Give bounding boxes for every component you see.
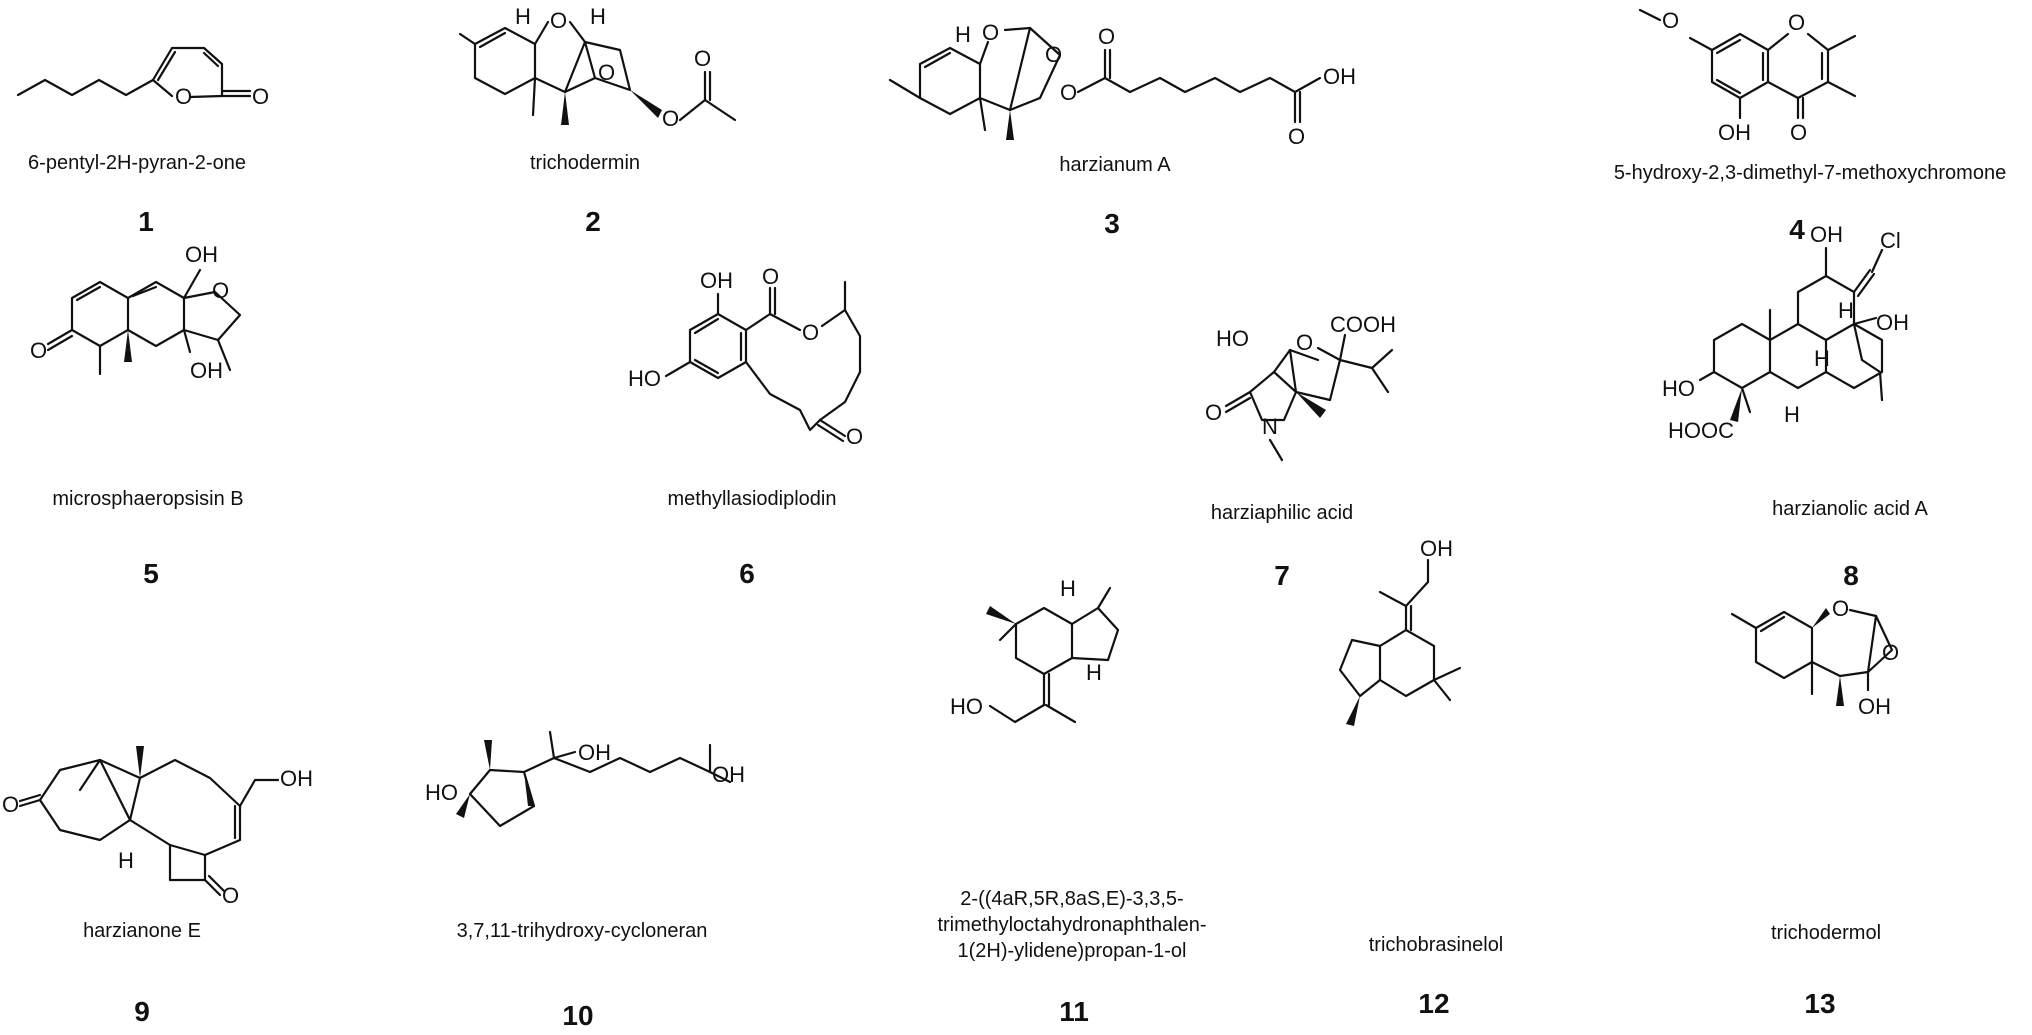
atom-HO: HO <box>1216 326 1249 351</box>
atom-O: O <box>1205 400 1222 425</box>
atom-HO: HO <box>950 694 983 719</box>
atom-COOH: COOH <box>1330 312 1396 337</box>
atom-O: O <box>1098 24 1115 49</box>
compound-number-11: 11 <box>1059 996 1089 1027</box>
compound-number-4: 4 <box>1789 214 1805 245</box>
atom-O: O <box>252 84 269 109</box>
atom-OH: OH <box>712 762 745 787</box>
compound-number-12: 12 <box>1418 988 1450 1019</box>
atom-O: O <box>762 264 779 289</box>
atom-O: O <box>1832 596 1849 621</box>
compound-name-7: harziaphilic acid <box>1210 502 1354 524</box>
compound-number-2: 2 <box>585 206 601 237</box>
compound-name-4: 5-hydroxy-2,3-dimethyl-7-methoxychromone <box>1613 162 2007 184</box>
atom-O: O <box>550 8 567 33</box>
atom-H: H <box>1814 346 1830 371</box>
atom-O: O <box>662 106 679 131</box>
atom-O: O <box>802 320 819 345</box>
atom-O: O <box>1882 640 1899 665</box>
atom-H: H <box>515 4 531 29</box>
atom-Cl: Cl <box>1880 228 1901 253</box>
atom-O: O <box>1296 330 1313 355</box>
compound-name-3: harzianum A <box>1059 154 1171 176</box>
compound-name-10: 3,7,11-trihydroxy-cycloneran <box>456 920 708 942</box>
compound-number-10: 10 <box>562 1000 594 1031</box>
compound-number-5: 5 <box>143 558 159 589</box>
atom-O: O <box>846 424 863 449</box>
atom-O: O <box>1790 120 1807 145</box>
atom-O: O <box>598 60 615 85</box>
atom-N: N <box>1262 414 1278 439</box>
atom-H: H <box>1838 298 1854 323</box>
compound-number-13: 13 <box>1804 988 1836 1019</box>
atom-O: O <box>1045 42 1062 67</box>
atom-HO: HO <box>628 366 661 391</box>
atom-O: O <box>1288 124 1305 149</box>
structure-8: OH Cl OH H H H HO HOOC <box>1662 222 1909 443</box>
compound-number-8: 8 <box>1843 560 1859 591</box>
compound-name-5: microsphaeropsisin B <box>52 488 244 510</box>
atom-OH: OH <box>1718 120 1751 145</box>
atom-OH: OH <box>700 268 733 293</box>
atom-O: O <box>30 338 47 363</box>
atom-HO: HO <box>425 780 458 805</box>
structure-12: OH <box>1338 536 1462 726</box>
structure-9: O OH O H <box>2 746 313 908</box>
compound-name-9: harzianone E <box>83 920 201 942</box>
structure-2: H O H O O O <box>458 4 737 131</box>
atom-H: H <box>1060 576 1076 601</box>
compound-number-6: 6 <box>739 558 755 589</box>
atom-O: O <box>212 278 229 303</box>
atom-O: O <box>1662 8 1679 33</box>
atom-OH: OH <box>578 740 611 765</box>
atom-OH: OH <box>1876 310 1909 335</box>
atom-OH: OH <box>190 358 223 383</box>
atom-H: H <box>1784 402 1800 427</box>
atom-OH: OH <box>1420 536 1453 561</box>
compound-number-1: 1 <box>138 206 154 237</box>
atom-HO: HO <box>1662 376 1695 401</box>
structure-3: H O O O O OH O <box>888 20 1356 149</box>
compound-number-9: 9 <box>134 996 150 1027</box>
atom-OH: OH <box>280 766 313 791</box>
atom-OH: OH <box>185 242 218 267</box>
atom-O: O <box>222 883 239 908</box>
structure-1: O O <box>16 46 269 109</box>
compound-name-13: trichodermol <box>1770 922 1882 944</box>
compound-name-1: 6-pentyl-2H-pyran-2-one <box>28 152 246 174</box>
compound-name-12: trichobrasinelol <box>1368 934 1504 956</box>
compound-name-2: trichodermin <box>529 152 641 174</box>
atom-O: O <box>982 20 999 45</box>
structure-13: O O OH <box>1730 596 1899 719</box>
atom-O: O <box>175 84 192 109</box>
atom-O: O <box>1060 80 1077 105</box>
structure-10: HO OH OH <box>425 730 745 828</box>
atom-OH: OH <box>1858 694 1891 719</box>
compound-number-7: 7 <box>1274 560 1290 591</box>
atom-H: H <box>118 848 134 873</box>
atom-O: O <box>1788 10 1805 35</box>
atom-HOOC: HOOC <box>1668 418 1734 443</box>
atom-OH: OH <box>1810 222 1843 247</box>
structure-7: O N HO O COOH <box>1205 312 1396 462</box>
compound-number-3: 3 <box>1104 208 1120 239</box>
compound-name-11: 2-((4aR,5R,8aS,E)-3,3,5-trimethyloctahyd… <box>937 888 1207 962</box>
compound-name-6: methyllasiodiplodin <box>667 488 837 510</box>
atom-H: H <box>955 22 971 47</box>
structure-6: OH HO O O O <box>628 264 863 449</box>
structure-11: H H HO <box>950 576 1120 724</box>
atom-H: H <box>1086 660 1102 685</box>
compound-name-8: harzianolic acid A <box>1772 498 1928 520</box>
atom-O: O <box>2 792 19 817</box>
atom-O: O <box>694 46 711 71</box>
atom-OH: OH <box>1323 64 1356 89</box>
structure-5: O OH O OH <box>30 242 242 383</box>
structure-4: O OH O O <box>1638 8 1857 145</box>
atom-H: H <box>590 4 606 29</box>
